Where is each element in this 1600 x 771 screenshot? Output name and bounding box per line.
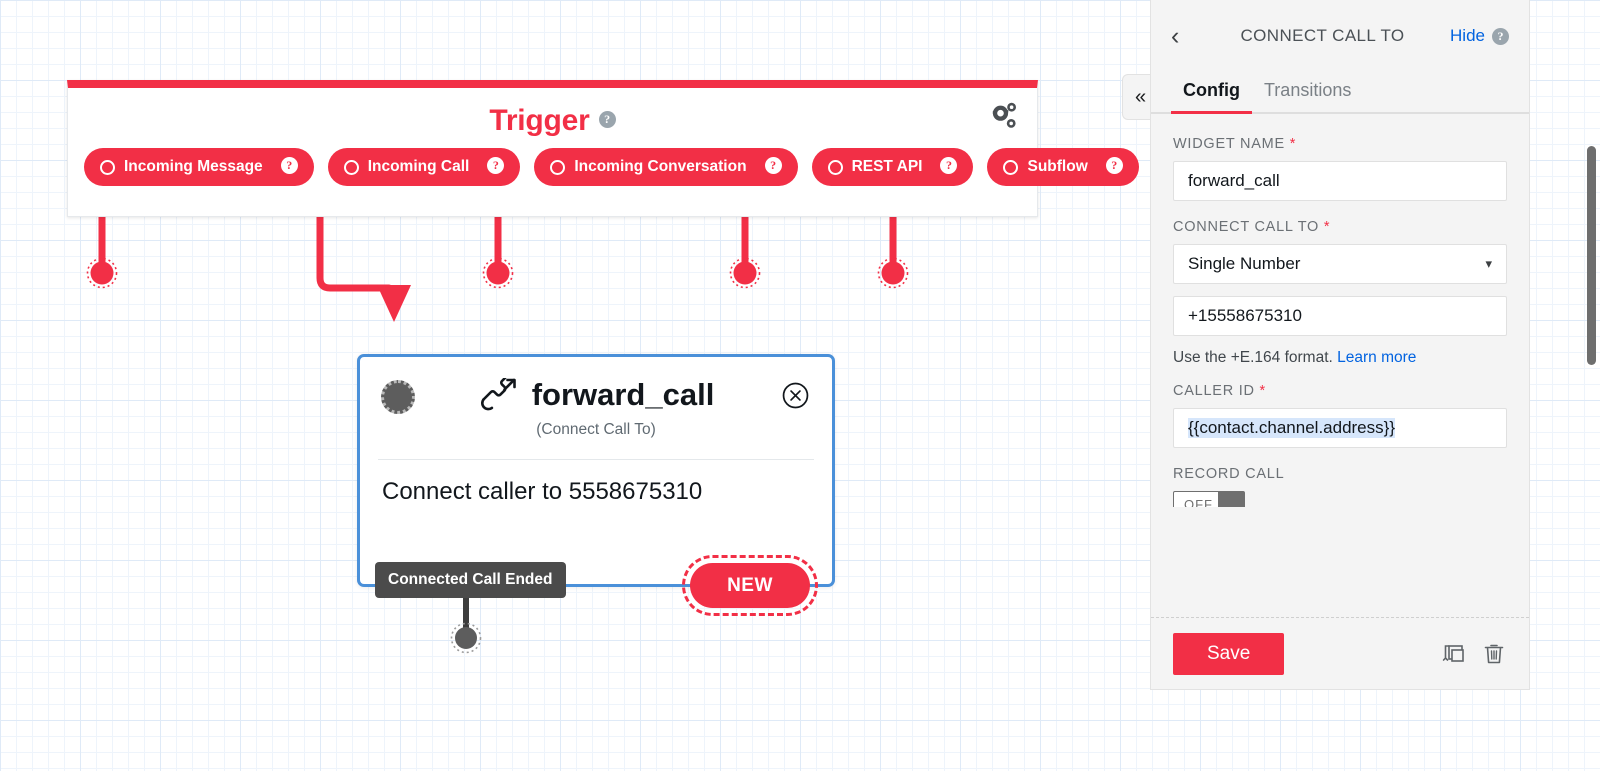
toggle-state-label: OFF bbox=[1184, 497, 1213, 507]
trigger-pill-rest-api[interactable]: REST API ? bbox=[811, 148, 974, 186]
toggle-track: OFF bbox=[1173, 491, 1245, 507]
helper-text: Use the +E.164 format. bbox=[1173, 349, 1333, 366]
help-circle-icon[interactable]: ? bbox=[280, 156, 298, 174]
phone-number-value: +15558675310 bbox=[1188, 306, 1302, 325]
trigger-pill-subflow[interactable]: Subflow ? bbox=[987, 148, 1139, 186]
panel-body[interactable]: WIDGET NAME * forward_call CONNECT CALL … bbox=[1151, 114, 1529, 617]
trigger-pill-label: REST API bbox=[851, 158, 923, 175]
hide-panel-button[interactable]: Hide ? bbox=[1450, 26, 1509, 46]
trigger-widget[interactable]: Trigger ? Incoming Message ? Incoming Ca… bbox=[67, 80, 1139, 217]
phone-number-helper: Use the +E.164 format. Learn more bbox=[1173, 349, 1507, 367]
widget-body-text: Connect caller to 5558675310 bbox=[382, 478, 703, 505]
trigger-pill-label: Incoming Call bbox=[367, 158, 470, 175]
new-transition-button[interactable]: NEW bbox=[690, 563, 810, 608]
toggle-knob bbox=[1218, 492, 1244, 507]
transition-tooltip-connected-call-ended: Connected Call Ended bbox=[375, 562, 566, 598]
help-circle-icon[interactable]: ? bbox=[1492, 27, 1509, 45]
widget-config-panel[interactable]: ‹ CONNECT CALL TO Hide ? Config Transiti… bbox=[1150, 0, 1530, 690]
caller-id-value: {{contact.channel.address}} bbox=[1188, 418, 1395, 438]
help-circle-icon[interactable]: ? bbox=[1105, 156, 1123, 174]
field-label-connect-call-to: CONNECT CALL TO * bbox=[1173, 219, 1507, 235]
trigger-pill-incoming-conversation[interactable]: Incoming Conversation ? bbox=[534, 148, 798, 186]
required-asterisk: * bbox=[1289, 136, 1297, 152]
learn-more-link[interactable]: Learn more bbox=[1337, 349, 1417, 366]
widget-name-input[interactable]: forward_call bbox=[1173, 161, 1507, 201]
new-button-focus-ring bbox=[682, 555, 818, 616]
save-button[interactable]: Save bbox=[1173, 632, 1285, 675]
panel-vertical-scrollbar[interactable] bbox=[1587, 146, 1596, 365]
caller-id-input[interactable]: {{contact.channel.address}} bbox=[1173, 408, 1507, 448]
help-circle-icon[interactable]: ? bbox=[487, 156, 505, 174]
label-text: CALLER ID bbox=[1173, 383, 1255, 399]
panel-title: CONNECT CALL TO bbox=[1240, 26, 1405, 45]
trigger-pill-incoming-call[interactable]: Incoming Call ? bbox=[327, 148, 521, 186]
widget-title-row: forward_call bbox=[478, 377, 715, 413]
circle-outline-icon bbox=[343, 159, 359, 175]
label-text: WIDGET NAME bbox=[1173, 136, 1285, 152]
field-label-widget-name: WIDGET NAME * bbox=[1173, 136, 1507, 152]
field-label-record-call: RECORD CALL bbox=[1173, 466, 1507, 482]
record-call-toggle[interactable]: OFF bbox=[1173, 491, 1245, 507]
trigger-pill-label: Incoming Message bbox=[124, 158, 263, 175]
field-label-caller-id: CALLER ID * bbox=[1173, 383, 1507, 399]
phone-forward-icon bbox=[480, 378, 516, 411]
help-circle-icon[interactable]: ? bbox=[940, 156, 958, 174]
panel-tabs: Config Transitions bbox=[1151, 72, 1529, 114]
circle-outline-icon bbox=[1003, 159, 1019, 175]
hide-label: Hide bbox=[1450, 26, 1485, 45]
connect-call-to-select[interactable]: Single Number ▾ bbox=[1173, 244, 1507, 284]
connection-handle-icon[interactable] bbox=[381, 380, 415, 414]
duplicate-icon[interactable] bbox=[1441, 641, 1467, 667]
widget-header: forward_call bbox=[360, 357, 832, 433]
label-text: RECORD CALL bbox=[1173, 466, 1285, 482]
widget-type-label: (Connect Call To) bbox=[536, 421, 656, 438]
phone-number-input[interactable]: +15558675310 bbox=[1173, 296, 1507, 336]
chevron-down-icon: ▾ bbox=[1485, 256, 1492, 271]
tab-config[interactable]: Config bbox=[1171, 72, 1252, 114]
panel-header: ‹ CONNECT CALL TO Hide ? bbox=[1151, 0, 1529, 72]
circle-outline-icon bbox=[100, 159, 115, 175]
required-asterisk: * bbox=[1259, 383, 1266, 399]
connect-call-to-value: Single Number bbox=[1188, 254, 1301, 273]
chevron-left-icon[interactable]: ‹ bbox=[1171, 21, 1180, 50]
circle-outline-icon bbox=[827, 159, 843, 175]
widget-name-value: forward_call bbox=[1188, 171, 1280, 190]
trigger-pill-label: Incoming Conversation bbox=[574, 158, 747, 175]
widget-name: forward_call bbox=[531, 377, 715, 412]
circle-outline-icon bbox=[550, 159, 566, 175]
trigger-pill-label: Subflow bbox=[1027, 158, 1088, 175]
panel-footer: Save bbox=[1151, 617, 1529, 689]
divider bbox=[378, 459, 814, 460]
required-asterisk: * bbox=[1323, 219, 1331, 235]
tab-transitions[interactable]: Transitions bbox=[1263, 80, 1352, 100]
forward-call-widget[interactable]: forward_call (Connect Call To) Connect c… bbox=[357, 354, 835, 616]
gears-icon[interactable] bbox=[981, 102, 1017, 136]
trigger-pill-incoming-message[interactable]: Incoming Message ? bbox=[84, 148, 314, 186]
trigger-title: Trigger bbox=[489, 104, 590, 137]
help-circle-icon[interactable]: ? bbox=[598, 110, 616, 128]
label-text: CONNECT CALL TO bbox=[1173, 219, 1320, 235]
trash-icon[interactable] bbox=[1481, 641, 1507, 667]
help-circle-icon[interactable]: ? bbox=[764, 156, 782, 174]
trigger-header: Trigger ? bbox=[68, 88, 1037, 154]
close-circle-icon[interactable] bbox=[782, 382, 809, 409]
trigger-pill-list: Incoming Message ? Incoming Call ? Incom… bbox=[68, 148, 1139, 186]
